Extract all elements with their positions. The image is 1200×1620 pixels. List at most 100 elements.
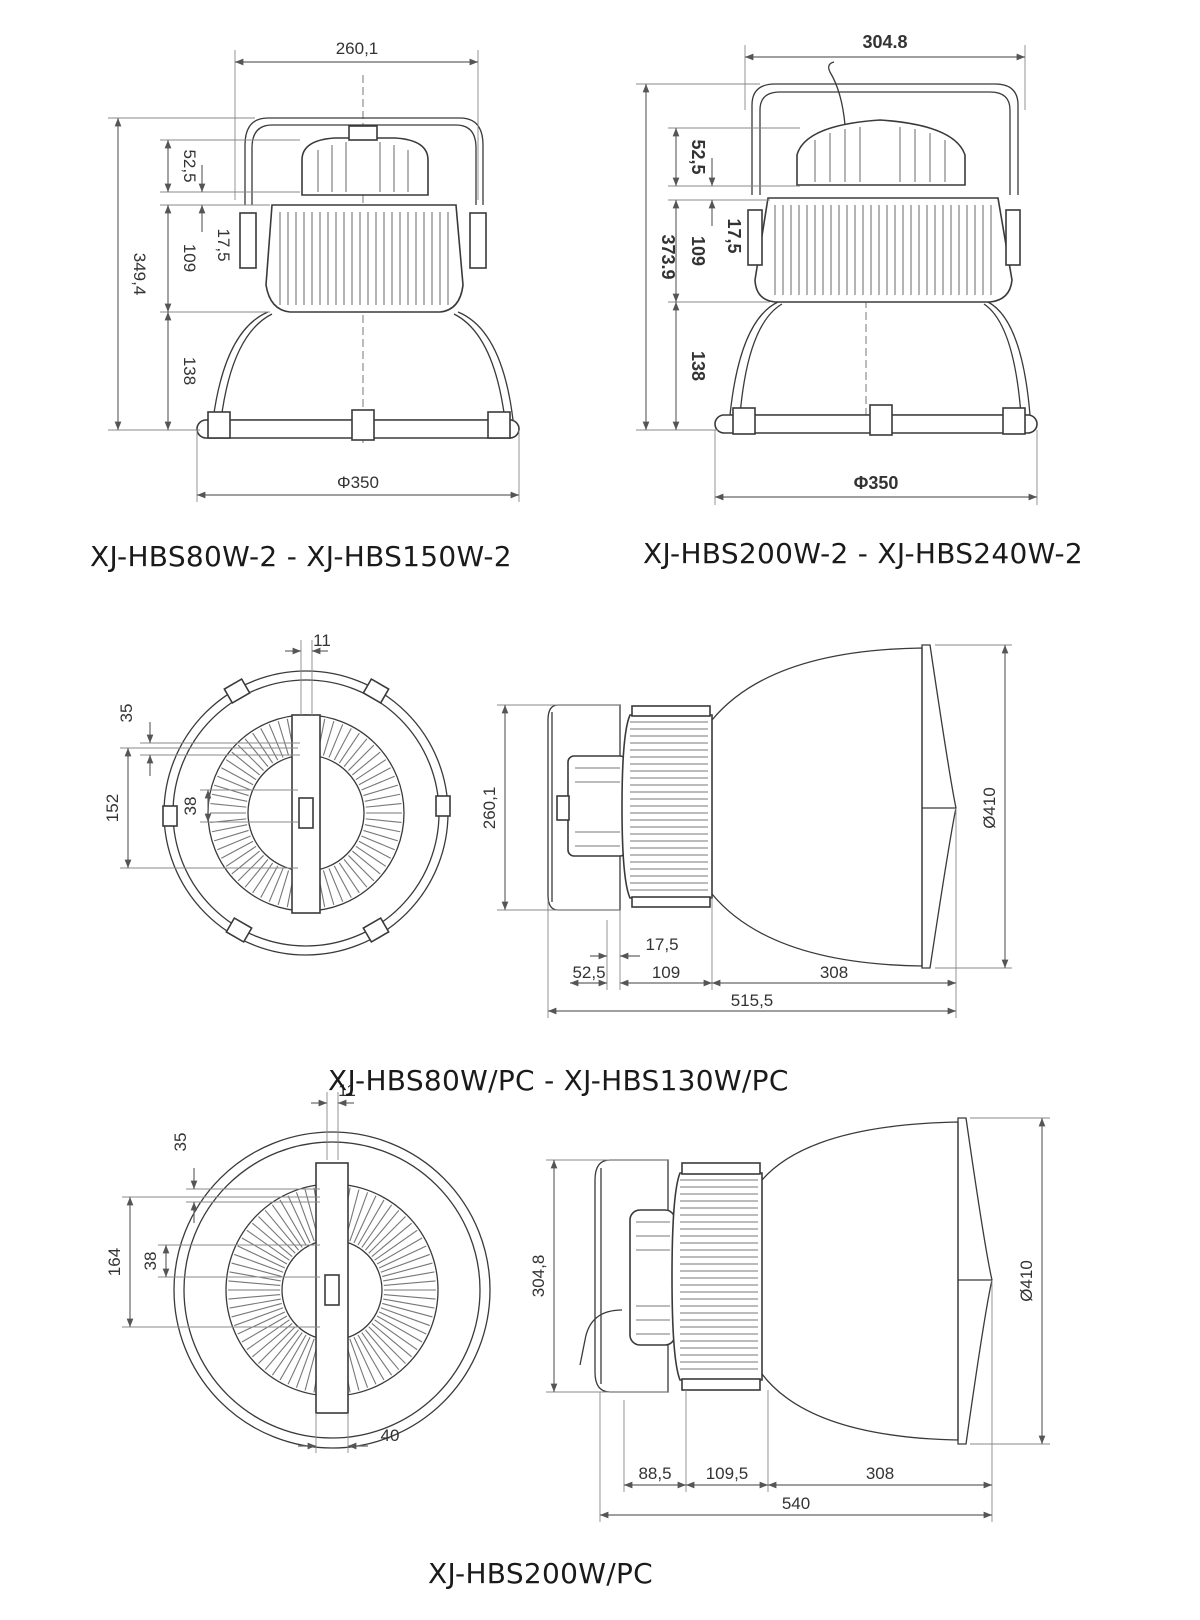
fin	[241, 1315, 288, 1343]
top-dim-38: 38	[181, 797, 200, 816]
dim-driver: 52,5	[688, 139, 708, 174]
fin	[211, 824, 248, 833]
fin	[228, 1280, 281, 1287]
fin	[349, 1338, 369, 1388]
fin	[234, 1253, 284, 1273]
fin	[211, 793, 248, 802]
center-slot	[324, 1274, 340, 1306]
fin	[322, 720, 335, 756]
fin	[237, 1311, 286, 1335]
dim-width: 304.8	[862, 32, 907, 52]
side-dim-diameter: Ø410	[980, 787, 999, 829]
flange-top	[681, 1162, 761, 1175]
lens-rim	[957, 1117, 993, 1445]
fin	[383, 1293, 436, 1300]
fin	[338, 862, 360, 894]
side-dim-total: 540	[782, 1494, 810, 1513]
fin	[361, 775, 395, 791]
top-dim-35: 35	[117, 704, 136, 723]
clip-right	[487, 411, 511, 439]
fin	[217, 775, 251, 791]
view-pc-large-top: 11 35 164 38 40	[105, 1081, 491, 1453]
fin	[378, 1245, 427, 1269]
driver-fins	[636, 1221, 670, 1335]
fin	[378, 1311, 427, 1335]
fin	[368, 1326, 406, 1364]
flange-bottom	[681, 1378, 761, 1391]
fin	[363, 829, 399, 842]
side-dim-reflector: 308	[866, 1464, 894, 1483]
lens-rim	[921, 644, 957, 969]
fin	[371, 1222, 413, 1257]
dim-reflector: 138	[688, 351, 708, 381]
reflector-inner-right	[453, 313, 506, 421]
fin	[252, 862, 274, 894]
dim-gap: 17,5	[214, 228, 233, 261]
top-dim-40: 40	[381, 1426, 400, 1445]
mounting-bracket-inner	[251, 124, 477, 205]
fin	[355, 845, 387, 867]
fin	[295, 1338, 315, 1388]
top-dim-11: 11	[313, 631, 331, 650]
fin	[221, 767, 254, 786]
fin	[361, 1332, 393, 1376]
reflector-inner-left	[739, 303, 783, 416]
dim-gap: 17,5	[724, 218, 744, 253]
fin	[225, 759, 257, 781]
fin	[338, 732, 360, 764]
dim-diameter: Φ350	[854, 473, 899, 493]
reflector	[711, 647, 923, 967]
heatsink-fins	[279, 212, 449, 305]
side-dim-height: 260,1	[480, 787, 499, 830]
fin	[268, 724, 284, 758]
fin	[374, 1229, 418, 1261]
fin	[382, 1302, 433, 1318]
fin	[229, 1271, 281, 1282]
heatsink	[671, 1172, 763, 1381]
fin	[383, 1298, 435, 1309]
top-dim-35: 35	[171, 1133, 190, 1152]
fin	[365, 1329, 400, 1371]
flange-top	[631, 705, 711, 717]
fin	[361, 835, 395, 851]
fin	[333, 728, 352, 761]
side-dim-reflector: 308	[820, 963, 848, 982]
mounting-bracket	[244, 117, 484, 205]
fin	[361, 1204, 393, 1248]
caption-pc-small: XJ-HBS80W/PC - XJ-HBS130W/PC	[328, 1064, 789, 1097]
caption-pc-large: XJ-HBS200W/PC	[428, 1557, 653, 1590]
fin	[353, 1336, 377, 1385]
fin	[322, 870, 335, 906]
fin	[368, 1216, 406, 1254]
caption-hbs2-small: XJ-HBS80W-2 - XJ-HBS150W-2	[90, 540, 512, 573]
fin	[271, 1332, 303, 1376]
side-dim-heatsink: 109,5	[706, 1464, 749, 1483]
clip-left	[732, 407, 756, 435]
fin	[371, 1323, 413, 1358]
outer-ring-inner	[183, 1141, 481, 1439]
driver-housing	[301, 137, 429, 196]
driver-housing	[629, 1209, 676, 1346]
clip-bottom-left	[225, 916, 253, 944]
fin	[364, 793, 401, 802]
heatsink-fins	[630, 721, 708, 891]
view-pc-small-top: 11 35 152 38	[103, 631, 451, 956]
fin	[277, 870, 290, 906]
clip-top-left	[223, 677, 251, 705]
driver-fins	[575, 767, 620, 847]
fin	[358, 767, 391, 786]
fin	[333, 865, 352, 898]
fin	[225, 845, 257, 867]
fin	[279, 1199, 307, 1246]
fin	[258, 1326, 296, 1364]
fin	[264, 1209, 299, 1251]
view-hbs2-large: 304.8 373.9 52,5 17,5 109 138 Φ350	[636, 32, 1038, 505]
fin	[380, 1307, 430, 1327]
fin	[352, 751, 381, 776]
mounting-bracket-inner	[759, 91, 1011, 195]
fin	[328, 724, 344, 758]
top-dim-11: 11	[338, 1081, 356, 1100]
fin	[353, 1195, 377, 1244]
top-dim-152: 152	[103, 794, 122, 822]
heatsink	[754, 197, 1013, 303]
